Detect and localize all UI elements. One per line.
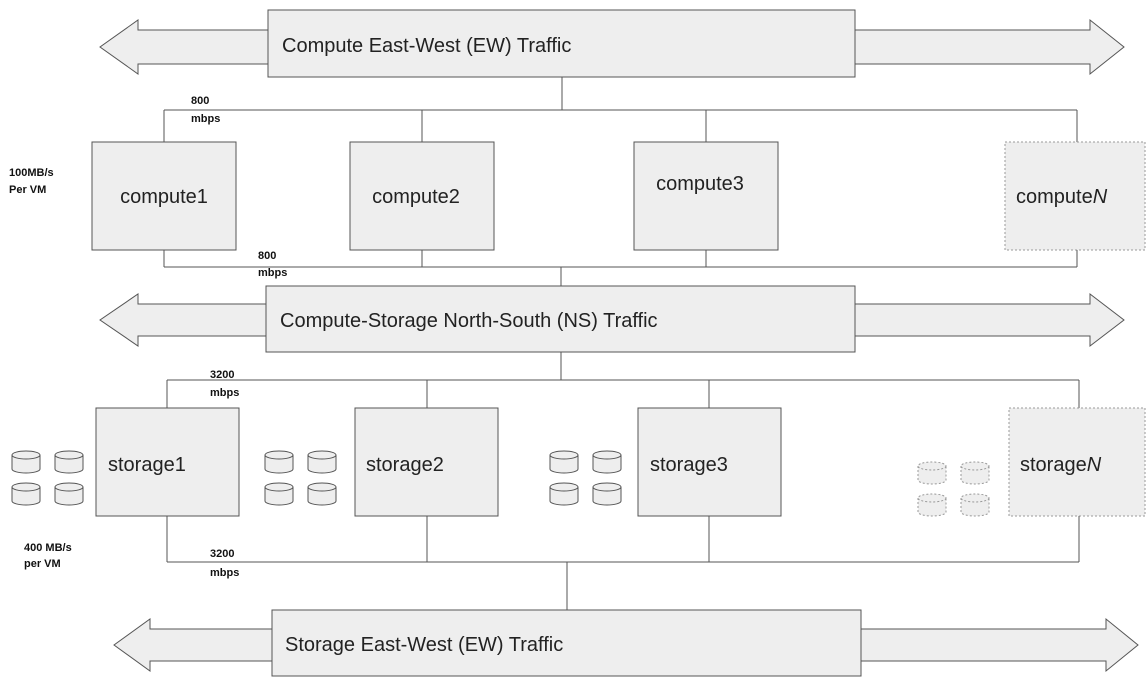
storage-node-2: storage2 <box>354 407 499 517</box>
storage-ew-traffic-bar: Storage East-West (EW) Traffic <box>113 609 1139 677</box>
disk-icon <box>549 450 579 474</box>
ns-traffic-bar: Compute-Storage North-South (NS) Traffic <box>99 285 1125 353</box>
disk-icon <box>307 450 337 474</box>
disk-group-1 <box>11 450 84 506</box>
compute-bottom-bus <box>163 250 1078 286</box>
disk-group-n <box>917 461 990 517</box>
storage-rate-unit: per VM <box>24 558 61 570</box>
storage-ew-box <box>271 609 862 677</box>
storage-node-label: storageN <box>1020 454 1102 476</box>
compute-node-label: computeN <box>1016 186 1108 208</box>
compute-bottom-bandwidth-unit: mbps <box>258 267 287 279</box>
disk-icon <box>917 493 947 517</box>
compute-node-label: compute3 <box>656 173 744 195</box>
storage-node-label: storage3 <box>650 454 728 476</box>
compute-node-n: computeN <box>1004 141 1146 251</box>
storage-top-bandwidth-value: 3200 <box>210 369 234 381</box>
compute-top-bandwidth-value: 800 <box>191 95 209 107</box>
disk-group-2 <box>264 450 337 506</box>
compute-rate-value: 100MB/s <box>9 167 54 179</box>
ns-box <box>265 285 856 353</box>
storage-rate-value: 400 MB/s <box>24 542 72 554</box>
storage-node-3: storage3 <box>637 407 782 517</box>
storage-node-n: storageN <box>1008 407 1146 517</box>
compute-ew-title: Compute East-West (EW) Traffic <box>282 35 571 57</box>
compute-ew-box <box>267 9 856 78</box>
disk-icon <box>54 450 84 474</box>
right-arrow <box>860 617 1139 673</box>
disk-icon <box>592 482 622 506</box>
compute-rate-unit: Per VM <box>9 184 46 196</box>
disk-icon <box>917 461 947 485</box>
disk-icon <box>11 482 41 506</box>
compute-node-2: compute2 <box>349 141 495 251</box>
storage-node-label: storage1 <box>108 454 186 476</box>
storage-top-bandwidth-unit: mbps <box>210 387 239 399</box>
storage-bottom-bus <box>166 516 1080 610</box>
disk-icon <box>11 450 41 474</box>
disk-icon <box>960 461 990 485</box>
disk-icon <box>960 493 990 517</box>
disk-icon <box>549 482 579 506</box>
compute-ew-traffic-bar: Compute East-West (EW) Traffic <box>99 9 1125 78</box>
disk-icon <box>264 482 294 506</box>
disk-icon <box>592 450 622 474</box>
left-arrow <box>99 293 267 347</box>
storage-ew-title: Storage East-West (EW) Traffic <box>285 634 563 656</box>
storage-node-1: storage1 <box>95 407 240 517</box>
compute-top-bus <box>163 77 1078 142</box>
disk-icon <box>54 482 84 506</box>
compute-bottom-bandwidth-value: 800 <box>258 250 276 262</box>
compute-node-label: compute2 <box>372 186 460 208</box>
left-arrow <box>99 19 269 75</box>
storage-node-label: storage2 <box>366 454 444 476</box>
right-arrow <box>854 18 1125 76</box>
compute-top-bandwidth-unit: mbps <box>191 113 220 125</box>
storage-bottom-bandwidth-value: 3200 <box>210 548 234 560</box>
compute-node-3: compute3 <box>633 141 779 251</box>
left-arrow <box>113 618 273 672</box>
disk-group-3 <box>549 450 622 506</box>
disk-icon <box>307 482 337 506</box>
disk-icon <box>264 450 294 474</box>
compute-node-1: compute1 <box>91 141 237 251</box>
ns-title: Compute-Storage North-South (NS) Traffic <box>280 310 658 332</box>
storage-top-bus <box>166 352 1080 408</box>
storage-bottom-bandwidth-unit: mbps <box>210 567 239 579</box>
right-arrow <box>854 292 1125 348</box>
compute-node-label: compute1 <box>120 186 208 208</box>
